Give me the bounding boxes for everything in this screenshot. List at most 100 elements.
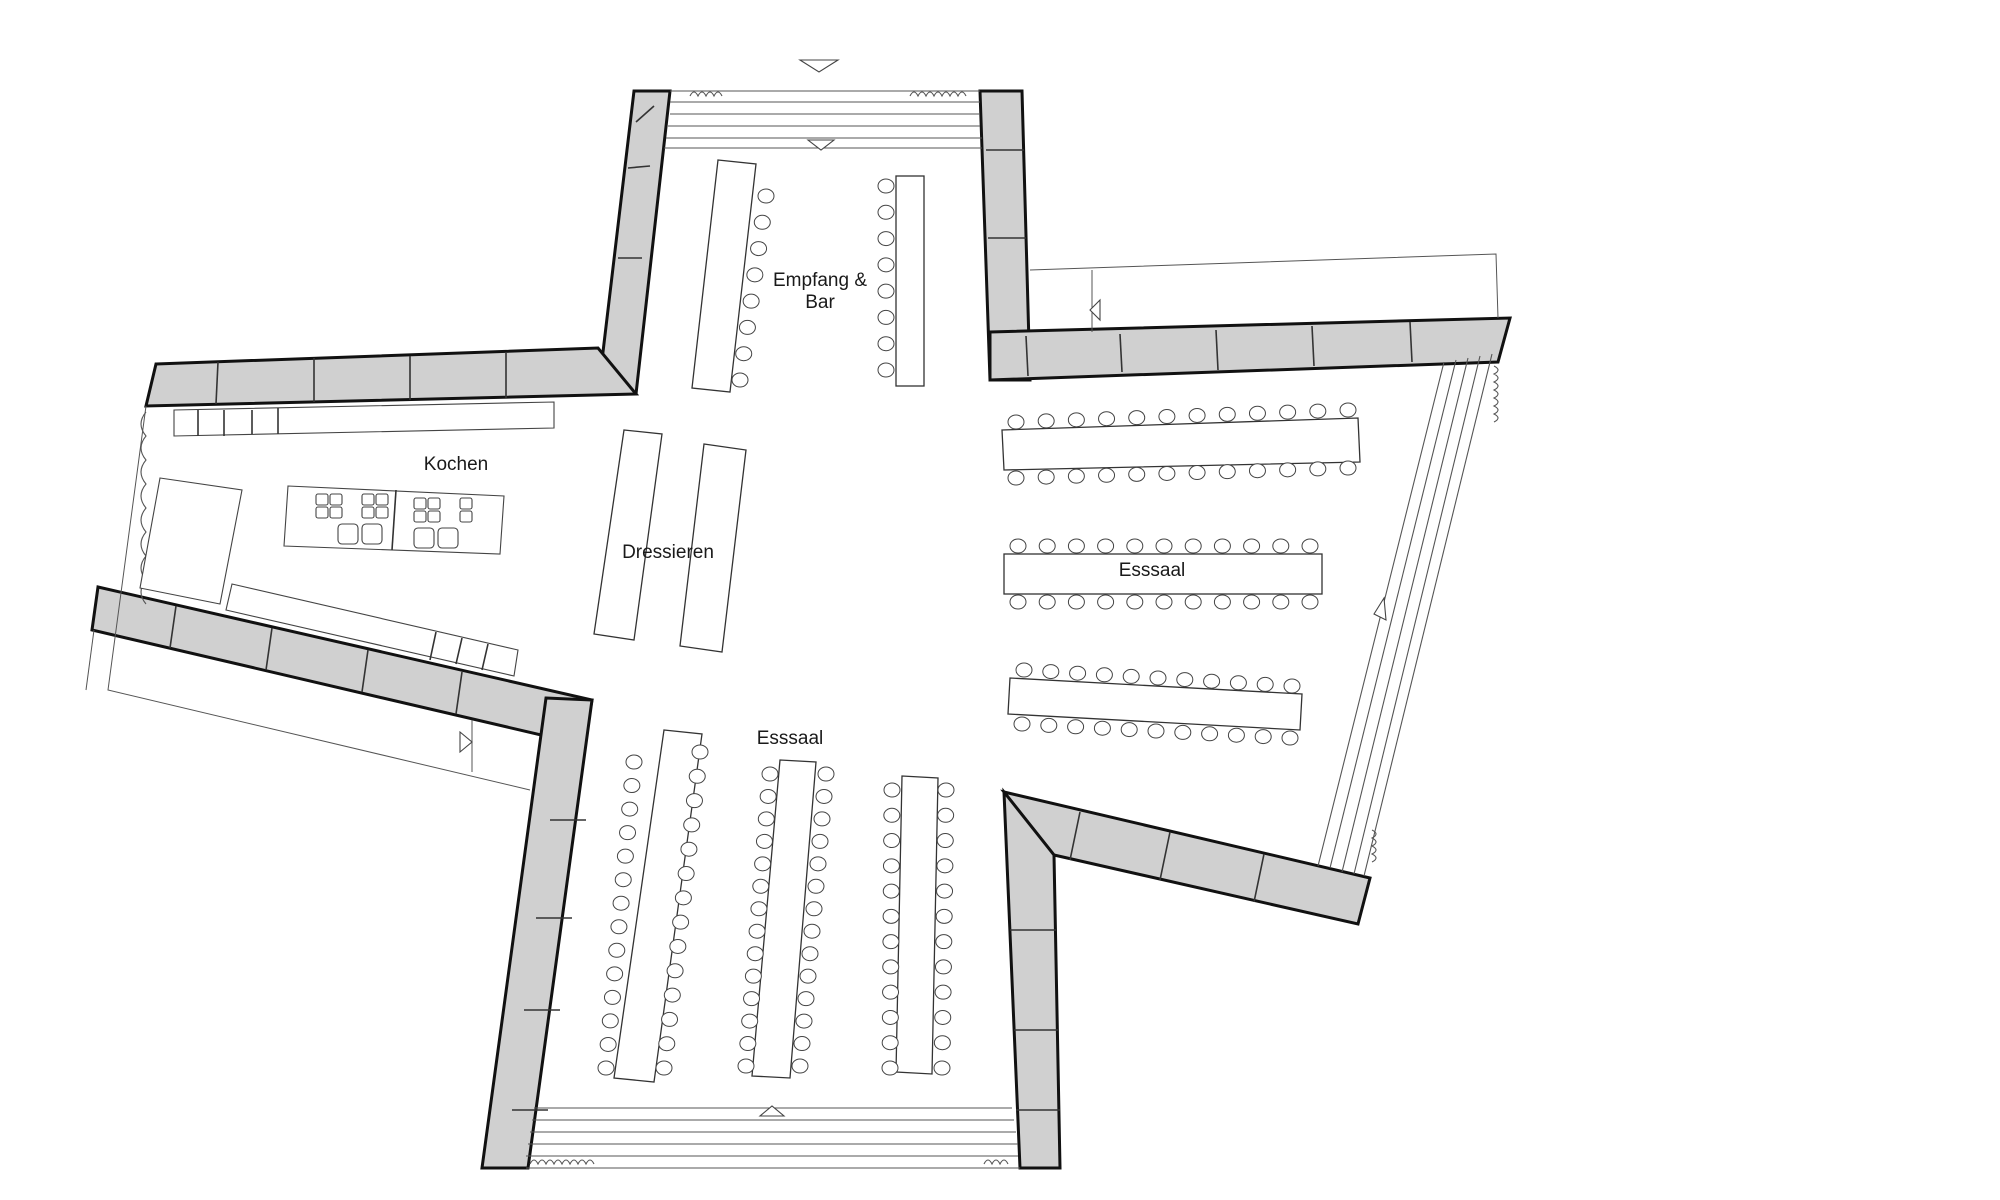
stairs-north	[664, 59, 982, 151]
chair	[935, 934, 953, 950]
chair	[1256, 676, 1274, 692]
chair	[744, 968, 762, 984]
chair	[737, 1058, 755, 1074]
chair	[1203, 673, 1221, 689]
chair	[1309, 403, 1327, 419]
chair	[1149, 670, 1167, 686]
chair	[817, 766, 835, 782]
chair	[752, 878, 770, 894]
chair	[655, 1060, 673, 1076]
chair	[1015, 662, 1033, 678]
chair	[797, 991, 815, 1007]
chair	[1155, 594, 1173, 610]
terrace-outlines	[85, 253, 1499, 791]
stair-arrow-south	[758, 1105, 786, 1117]
chair	[1213, 594, 1231, 610]
door-arrow-northeast	[1089, 298, 1101, 322]
chair	[625, 754, 643, 770]
chair	[1067, 538, 1085, 554]
chair	[1283, 678, 1301, 694]
chair	[1248, 463, 1266, 479]
chair	[1128, 466, 1146, 482]
chair	[688, 768, 706, 784]
stove-burners	[315, 493, 473, 549]
chair	[599, 1036, 617, 1052]
chair	[1098, 467, 1116, 483]
chair	[811, 833, 829, 849]
chair	[1067, 719, 1085, 735]
label-plating: Dressieren	[622, 542, 714, 563]
chair	[1301, 594, 1319, 610]
dining-table	[1003, 553, 1323, 595]
chair	[661, 1011, 679, 1027]
chair	[877, 231, 895, 247]
chair	[619, 825, 637, 841]
chair	[1069, 665, 1087, 681]
chair	[1184, 594, 1202, 610]
chair	[610, 919, 628, 935]
chair	[1243, 594, 1261, 610]
chair	[621, 801, 639, 817]
chair	[1067, 594, 1085, 610]
chair	[761, 766, 779, 782]
chair	[1037, 469, 1055, 485]
chair	[882, 858, 900, 874]
chair	[1155, 538, 1173, 554]
dining-table	[1001, 417, 1361, 471]
chair	[672, 914, 690, 930]
chair	[809, 856, 827, 872]
chair	[1184, 538, 1202, 554]
chair	[1128, 410, 1146, 426]
chair	[691, 744, 709, 760]
wall-segment-lines	[169, 105, 1413, 1111]
kitchen-counter-top	[173, 401, 555, 437]
dining-tables-south	[613, 729, 939, 1083]
door-arrow-west	[459, 730, 473, 754]
chair	[1095, 667, 1113, 683]
label-reception: Empfang &	[773, 270, 867, 291]
chair	[1122, 668, 1140, 684]
bar-table	[691, 159, 757, 393]
chair	[882, 984, 900, 1000]
chair	[1188, 465, 1206, 481]
chair	[1067, 412, 1085, 428]
chair	[1279, 462, 1297, 478]
chair	[1279, 404, 1297, 420]
chair	[1213, 538, 1231, 554]
stairs-south	[526, 1105, 1020, 1169]
chair	[674, 890, 692, 906]
chair	[757, 811, 775, 827]
chair	[1007, 470, 1025, 486]
chair	[1040, 717, 1058, 733]
chairs	[597, 178, 1357, 1076]
chair	[799, 968, 817, 984]
chair	[746, 267, 764, 283]
chair	[1009, 594, 1027, 610]
plating-table	[593, 429, 663, 641]
chair	[1254, 729, 1272, 745]
chair	[748, 923, 766, 939]
chair	[881, 1060, 899, 1076]
chair	[685, 793, 703, 809]
label-dining-south: Esssaal	[757, 728, 824, 749]
stair-arrow-north	[806, 139, 836, 151]
chair	[882, 934, 900, 950]
chair	[1188, 407, 1206, 423]
chair	[623, 778, 641, 794]
chair	[1126, 594, 1144, 610]
wall-south-east	[1000, 789, 1372, 926]
chair	[877, 283, 895, 299]
chair	[739, 1036, 757, 1052]
chair	[1218, 464, 1236, 480]
chair	[754, 856, 772, 872]
chair	[1201, 726, 1219, 742]
chair	[937, 782, 955, 798]
chair	[933, 1035, 951, 1051]
chair	[1176, 672, 1194, 688]
chair	[603, 989, 621, 1005]
chair	[735, 346, 753, 362]
chair	[759, 788, 777, 804]
chair	[1243, 538, 1261, 554]
chair	[1218, 406, 1236, 422]
chair	[877, 257, 895, 273]
